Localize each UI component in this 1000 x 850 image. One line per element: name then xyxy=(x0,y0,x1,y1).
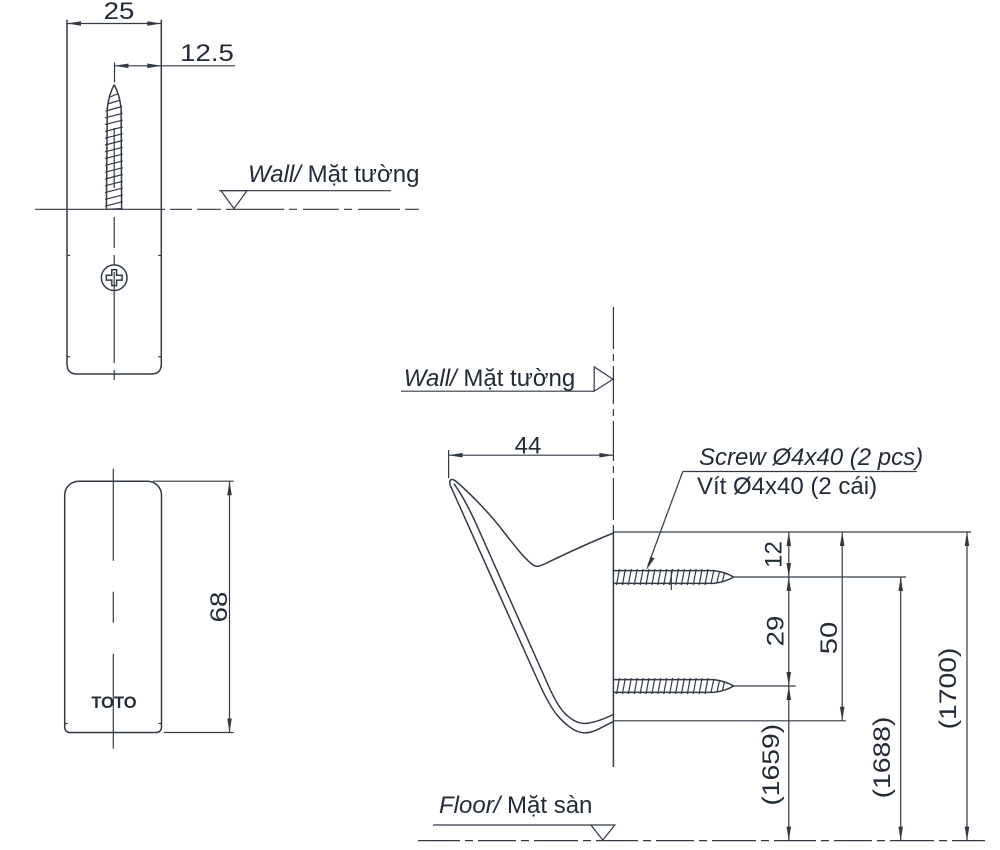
svg-text:Floor/ Mặt sàn: Floor/ Mặt sàn xyxy=(439,792,592,819)
svg-text:Vít Ø4x40 (2 cái): Vít Ø4x40 (2 cái) xyxy=(697,473,877,500)
svg-text:44: 44 xyxy=(515,433,542,460)
svg-text:50: 50 xyxy=(815,622,842,655)
svg-text:12.5: 12.5 xyxy=(180,41,234,67)
svg-text:12: 12 xyxy=(761,541,788,568)
svg-text:TOTO: TOTO xyxy=(91,694,136,712)
svg-text:29: 29 xyxy=(763,616,789,647)
svg-text:Wall/ Mặt tường: Wall/ Mặt tường xyxy=(404,365,575,392)
svg-text:25: 25 xyxy=(104,0,135,25)
svg-text:(1700): (1700) xyxy=(934,648,961,730)
svg-text:Wall/ Mặt tường: Wall/ Mặt tường xyxy=(248,161,419,188)
svg-text:(1659): (1659) xyxy=(757,724,784,806)
svg-text:68: 68 xyxy=(207,592,233,623)
svg-text:(1688): (1688) xyxy=(868,717,895,799)
svg-text:Screw Ø4x40 (2 pcs): Screw Ø4x40 (2 pcs) xyxy=(699,444,923,471)
